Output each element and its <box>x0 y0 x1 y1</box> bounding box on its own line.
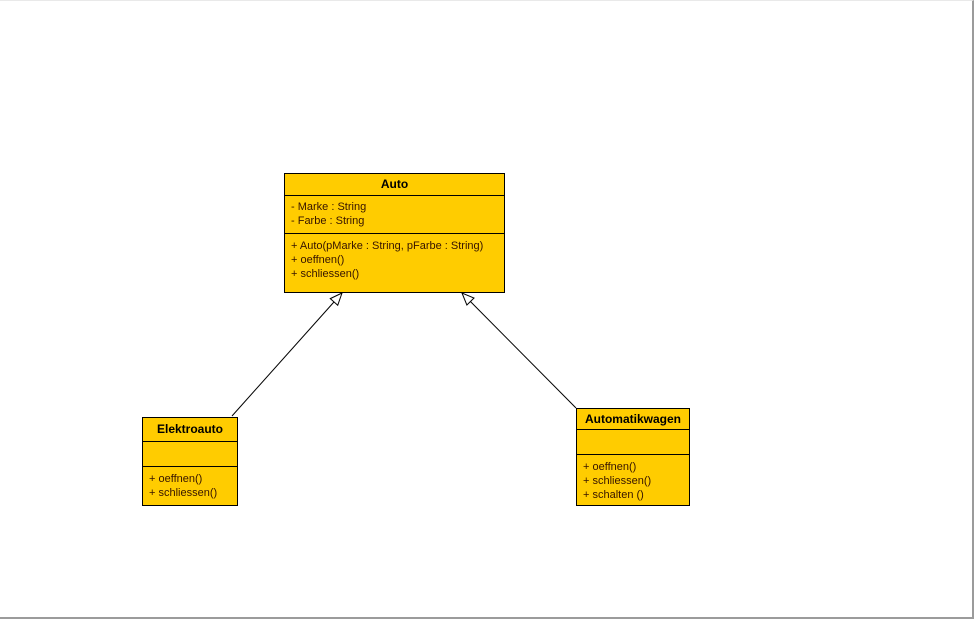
method-line: + oeffnen() <box>291 254 345 266</box>
attribute-line: - Marke : String <box>291 201 367 213</box>
attributes-section-empty <box>143 442 237 467</box>
methods-section: + oeffnen() + schliessen() + schalten () <box>577 455 689 505</box>
class-automatikwagen: Automatikwagen + oeffnen() + schliessen(… <box>576 408 690 506</box>
methods-section: + oeffnen() + schliessen() <box>143 467 237 505</box>
class-title: Elektroauto <box>143 418 237 442</box>
method-line: + schliessen() <box>149 487 218 499</box>
class-auto: Auto - Marke : String - Farbe : String +… <box>284 173 505 293</box>
method-line: + oeffnen() <box>149 473 203 485</box>
attributes-section-empty <box>577 430 689 455</box>
method-line: + Auto(pMarke : String, pFarbe : String) <box>291 240 484 252</box>
attributes-section: - Marke : String - Farbe : String <box>285 196 504 234</box>
method-line: + oeffnen() <box>583 461 637 473</box>
method-line: + schliessen() <box>583 475 652 487</box>
class-title: Automatikwagen <box>577 409 689 430</box>
class-elektroauto: Elektroauto + oeffnen() + schliessen() <box>142 417 238 506</box>
method-line: + schliessen() <box>291 268 360 280</box>
method-line: + schalten () <box>583 489 644 501</box>
inheritance-arrow-elektroauto-to-auto <box>231 293 342 417</box>
inheritance-arrow-automatikwagen-to-auto <box>462 293 577 409</box>
class-title: Auto <box>285 174 504 196</box>
methods-section: + Auto(pMarke : String, pFarbe : String)… <box>285 234 504 292</box>
attribute-line: - Farbe : String <box>291 215 365 227</box>
